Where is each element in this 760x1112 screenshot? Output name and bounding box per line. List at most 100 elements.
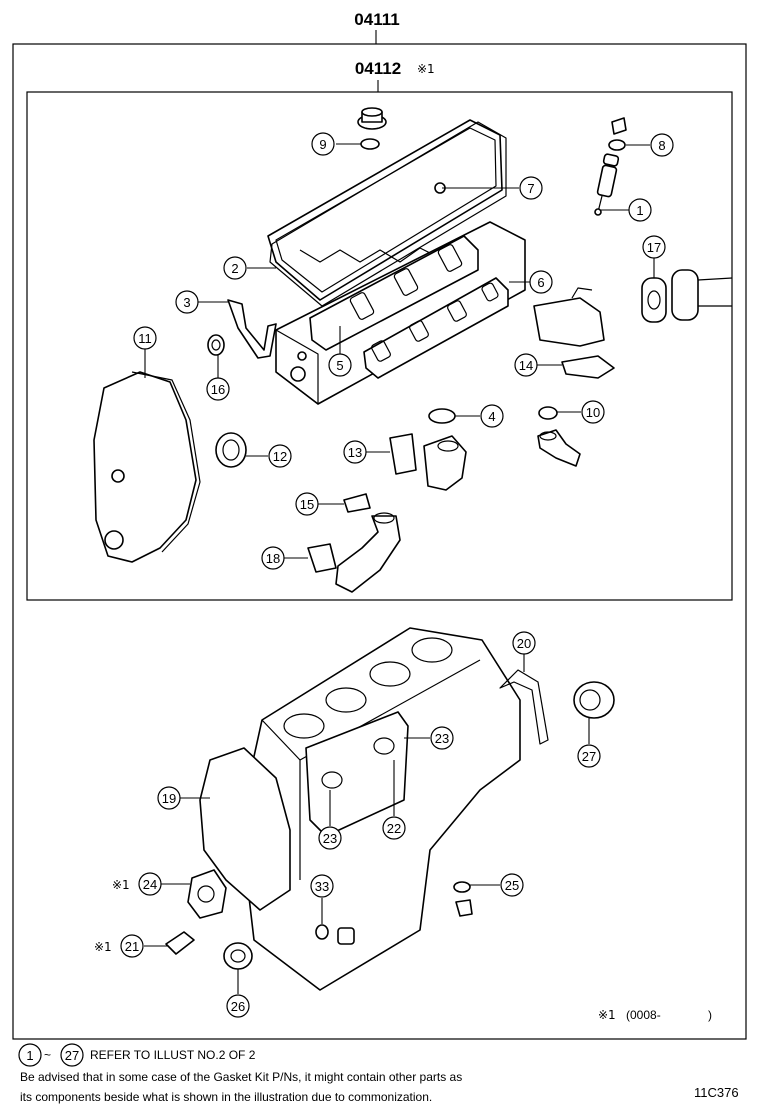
callout-17: 17 (642, 235, 666, 259)
egr-pipe-drawing (671, 269, 733, 321)
svg-text:23: 23 (435, 731, 449, 746)
leader-lines (144, 143, 655, 994)
kit-frame (12, 30, 747, 1040)
callout-4: 4 (480, 404, 504, 428)
svg-text:27: 27 (65, 1048, 79, 1063)
callout-16: 16 (206, 377, 230, 401)
date-note-text: (0008- (626, 1008, 661, 1022)
svg-text:5: 5 (336, 358, 343, 373)
svg-text:16: 16 (211, 382, 225, 397)
gasket-20-drawing (499, 669, 549, 745)
cylinder-head-cover-drawing (267, 119, 503, 301)
callout-24: 24 (138, 872, 162, 896)
footer-advice-line-1: Be advised that in some case of the Gask… (20, 1070, 462, 1084)
gasket-15-drawing (343, 493, 371, 513)
callout-13: 13 (343, 440, 367, 464)
callout-2: 2 (223, 256, 247, 280)
filler-cap-gasket-drawing (360, 138, 380, 150)
callout-3: 3 (175, 290, 199, 314)
injector-seat-drawing (608, 139, 626, 151)
svg-text:27: 27 (582, 749, 596, 764)
date-note-close: ) (708, 1008, 712, 1022)
svg-text:2: 2 (231, 261, 238, 276)
svg-text:1: 1 (26, 1048, 33, 1063)
svg-text:25: 25 (505, 878, 519, 893)
svg-text:13: 13 (348, 445, 362, 460)
subkit-date-mark: ※1 (417, 62, 435, 76)
water-pipe-drawing (335, 512, 401, 593)
gasket-24-drawing (187, 869, 227, 919)
gasket-18-drawing (307, 543, 337, 573)
callout-18: 18 (261, 546, 285, 570)
callout-1: 1 (628, 198, 652, 222)
callout-10: 10 (581, 400, 605, 424)
nozzle-washer-drawing (594, 208, 602, 216)
oil-filler-cap-drawing (357, 107, 387, 130)
svg-text:8: 8 (658, 138, 665, 153)
callout-20: 20 (512, 631, 536, 655)
callout-6: 6 (529, 270, 553, 294)
plug-25-drawing (455, 899, 473, 917)
svg-text:18: 18 (266, 551, 280, 566)
timing-cover-gasket-drawing (215, 432, 247, 468)
svg-text:6: 6 (537, 275, 544, 290)
callout-21: 21 (120, 934, 144, 958)
bracket-3-drawing (227, 299, 277, 359)
callout-12: 12 (268, 444, 292, 468)
thermostat-housing-drawing (423, 435, 467, 491)
callout-22: 22 (382, 816, 406, 840)
footer-refer-text: REFER TO ILLUST NO.2 OF 2 (90, 1048, 256, 1062)
date-mark-24: ※1 (112, 878, 130, 892)
kit-part-number: 04111 (354, 10, 399, 29)
washer-33-drawing (315, 924, 329, 940)
exhaust-manifold-gasket-drawing (309, 235, 479, 351)
thermostat-gasket-drawing (389, 433, 417, 475)
svg-text:17: 17 (647, 240, 661, 255)
svg-text:12: 12 (273, 449, 287, 464)
gasket-21-drawing (165, 931, 195, 955)
callout-25: 25 (500, 873, 524, 897)
rear-plate-gasket-drawing (199, 747, 291, 911)
thermostat-o-ring-drawing (428, 408, 456, 424)
callout-33: 33 (310, 874, 334, 898)
water-inlet-o-ring-drawing (538, 406, 558, 420)
egr-gasket-drawing (641, 277, 667, 323)
date-mark-21: ※1 (94, 940, 112, 954)
svg-text:20: 20 (517, 636, 531, 651)
callout-26: 26 (226, 994, 250, 1018)
svg-text:10: 10 (586, 405, 600, 420)
footer-range-separator: ~ (44, 1048, 51, 1062)
callout-11: 11 (133, 326, 157, 350)
water-outlet-gasket-drawing (561, 355, 615, 379)
drain-plug-drawing (337, 927, 355, 945)
svg-text:1: 1 (636, 203, 643, 218)
svg-text:9: 9 (319, 137, 326, 152)
water-outlet-housing-drawing (533, 287, 605, 347)
svg-text:26: 26 (231, 999, 245, 1014)
callout-9: 9 (311, 132, 335, 156)
intake-manifold-gasket-drawing (363, 277, 509, 379)
timing-cover-drawing (93, 371, 201, 563)
injector-drawing (596, 117, 627, 213)
callout-8: 8 (650, 133, 674, 157)
svg-text:11: 11 (138, 331, 152, 346)
callout-5: 5 (328, 353, 352, 377)
callout-15: 15 (295, 492, 319, 516)
svg-text:14: 14 (519, 358, 533, 373)
oil-seal-16-drawing (207, 334, 225, 356)
svg-text:19: 19 (162, 791, 176, 806)
cover-gasket-drawing (269, 121, 507, 307)
subkit-frame (26, 80, 733, 601)
footer-range-to: 27 (60, 1043, 84, 1067)
date-note-mark: ※1 (598, 1008, 616, 1022)
footer-range-from: 1 (18, 1043, 42, 1067)
svg-text:33: 33 (315, 879, 329, 894)
rear-oil-seal-drawing (573, 681, 615, 719)
svg-text:15: 15 (300, 497, 314, 512)
svg-text:22: 22 (387, 821, 401, 836)
svg-text:3: 3 (183, 295, 190, 310)
svg-text:21: 21 (125, 939, 139, 954)
callout-23-lower: 23 (318, 826, 342, 850)
water-pump-gasket-drawing (305, 711, 409, 837)
water-inlet-drawing (537, 429, 581, 467)
